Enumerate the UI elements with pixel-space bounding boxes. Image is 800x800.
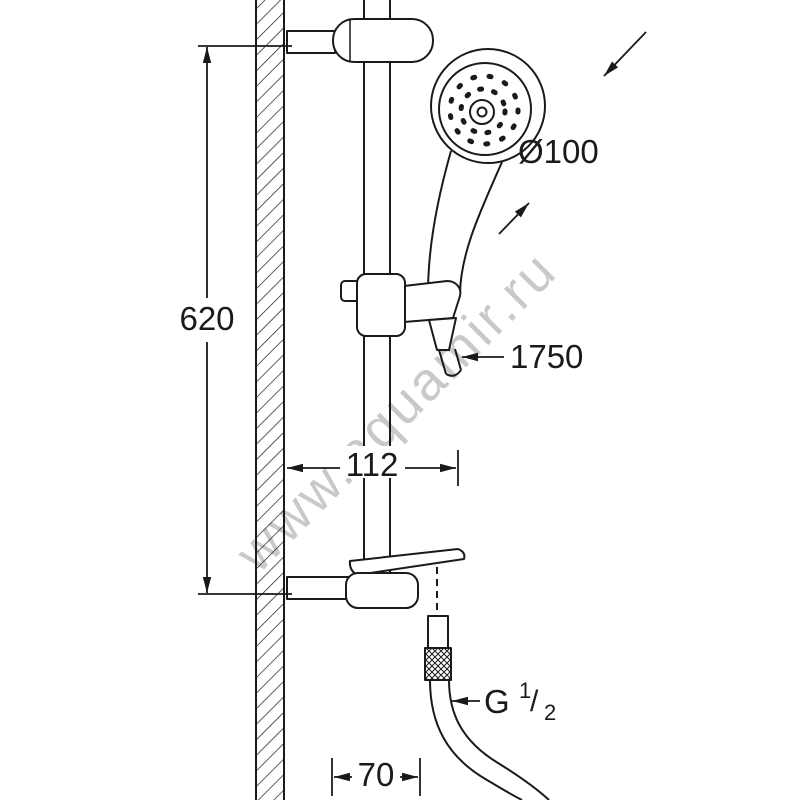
slider-clamp [356, 273, 406, 337]
thread-letter: G [484, 683, 510, 720]
bottom-bracket-arm [286, 576, 350, 600]
head-outer-rim [430, 48, 546, 164]
diameter-arrow-upper [603, 31, 647, 77]
head-center-dot [476, 106, 488, 118]
hose-stub-right [454, 348, 462, 371]
rail-slider [340, 273, 462, 377]
handle-cone [428, 317, 457, 351]
label-halo [344, 446, 402, 478]
dimension-thread: G 1 / 2 [452, 678, 556, 725]
dimension-rail-height: 620 [179, 45, 292, 595]
nozzle-ring-inner [458, 86, 508, 136]
top-bracket-arm [286, 30, 336, 54]
thread-fraction-bar: / [530, 685, 539, 718]
hose-right-edge [448, 679, 550, 800]
dimension-hose-length-label: 1750 [510, 338, 583, 375]
hose-stub-left [438, 349, 447, 375]
dimension-bottom-offset: 70 [331, 756, 421, 796]
wall-hatch [256, 0, 284, 800]
dimension-bottom-offset-label: 70 [358, 756, 395, 793]
top-bracket-body [332, 18, 434, 63]
hose-knurled-nut [424, 647, 452, 681]
bottom-bracket-body [345, 572, 419, 609]
dimension-mid-offset: 112 [287, 446, 459, 486]
thread-numerator: 1 [519, 678, 531, 703]
head-inner-rim [438, 62, 532, 156]
soap-shelf [348, 548, 466, 576]
dimension-hose-length: 1750 [462, 338, 583, 375]
bottom-wall-bracket [286, 548, 466, 609]
head-center-ring [469, 99, 495, 125]
holder-collar [403, 280, 462, 323]
dimension-rail-height-label: 620 [179, 300, 234, 337]
thread-denominator: 2 [544, 700, 556, 725]
shower-head-face [430, 48, 546, 164]
diameter-arrow-lower [498, 202, 530, 235]
hose-connector-sleeve [427, 615, 449, 649]
dimension-head-diameter: Ø100 [498, 31, 647, 235]
hose-stub [438, 348, 462, 377]
handle-left-edge [427, 150, 452, 294]
hose-left-edge [429, 679, 523, 800]
dimension-head-diameter-label: Ø100 [518, 133, 599, 170]
hose-lower-assembly [424, 567, 550, 800]
top-wall-bracket [286, 18, 434, 63]
wall-section [255, 0, 285, 800]
nozzle-ring-outer [447, 73, 521, 147]
hand-shower [427, 48, 546, 294]
dimension-mid-offset-label: 112 [346, 446, 399, 483]
handle-right-edge [459, 161, 503, 294]
hose-stub-cap [445, 369, 462, 377]
